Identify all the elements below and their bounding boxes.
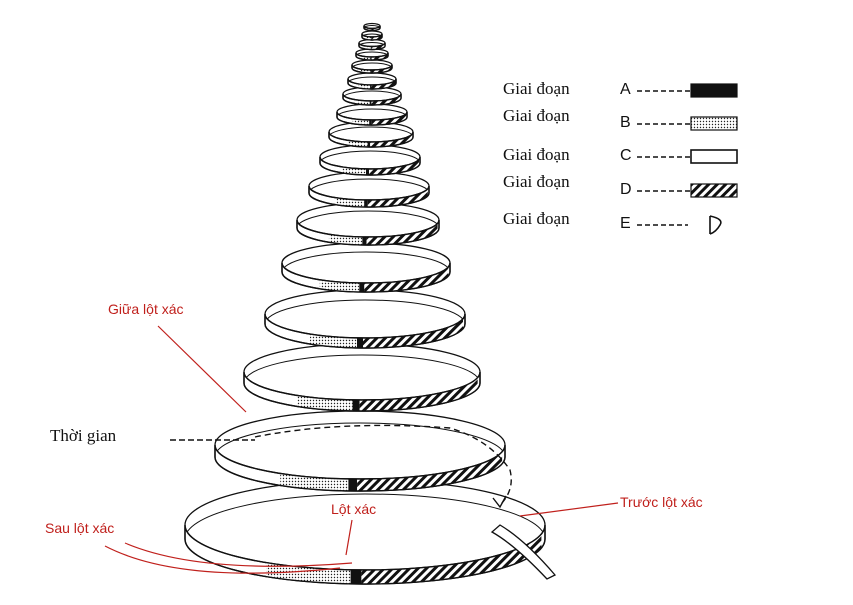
spiral-coil [347, 72, 397, 90]
spiral-coil [243, 343, 481, 412]
legend-letter-d: D [620, 181, 632, 198]
legend-label-e: Giai đoạn [503, 209, 570, 228]
coil-back-arc [264, 289, 466, 315]
segment-d-hatched [357, 445, 503, 491]
spiral-coil [355, 48, 389, 61]
legend-label-c: Giai đoạn [503, 145, 570, 164]
spiral-coil [264, 289, 466, 349]
segment-a-solid [348, 445, 358, 491]
segment-b-dotted [297, 372, 353, 411]
segment-b-dotted [310, 314, 357, 348]
coil-back-arc [363, 22, 381, 27]
leader-pre-molt [519, 502, 619, 517]
label-mid-molt: Giữa lột xác [108, 301, 184, 317]
legend-label-b: Giai đoạn [503, 106, 570, 125]
coil-back-arc-inner [281, 251, 451, 273]
spiral-coil [214, 410, 506, 492]
segment-d-hatched [364, 263, 449, 292]
spiral-coil [363, 22, 381, 32]
segment-a-solid [370, 65, 372, 73]
segment-a-solid [359, 263, 365, 292]
coil-back-arc-inner [347, 76, 397, 84]
leader-molt [345, 519, 353, 556]
coil-back-arc-inner [342, 90, 402, 99]
leader-post-molt-2 [104, 545, 341, 574]
coil-back-arc-inner [308, 178, 430, 194]
legend-label-d: Giai đoạn [503, 172, 570, 191]
segment-a-solid [357, 314, 363, 348]
spiral-coil [336, 103, 408, 126]
label-time: Thời gian [50, 426, 117, 445]
segment-a-solid [352, 372, 360, 411]
spiral-coil [296, 202, 440, 246]
time-arrow-head [492, 495, 507, 509]
coil-back-arc-inner [328, 126, 414, 138]
legend-letter-b: B [620, 114, 631, 131]
coil-segments [358, 79, 396, 89]
spiral-coil [308, 171, 430, 208]
spiral-coil [184, 479, 546, 585]
coil-back-arc-inner [351, 62, 393, 69]
time-dashed-path [254, 424, 512, 506]
legend-letter-e: E [620, 215, 631, 232]
coil-back-arc-inner [184, 493, 546, 540]
segment-a-solid [364, 186, 368, 207]
label-pre-molt: Trước lột xác [620, 494, 703, 510]
legend-letter-c: C [620, 147, 632, 164]
coil-back-arc [347, 72, 397, 80]
coil-back-arc-inner [296, 210, 440, 229]
leader-post-molt [124, 542, 353, 567]
leader-mid-molt [157, 325, 247, 413]
legend-letter-a: A [620, 81, 631, 98]
segment-d-hatched [363, 314, 463, 348]
spiral-coil [281, 242, 451, 293]
segment-b-dotted [319, 263, 360, 292]
segment-d-hatched [366, 220, 438, 245]
label-post-molt: Sau lột xác [45, 520, 115, 536]
spiral-coil [319, 144, 421, 176]
spiral-tail [490, 524, 557, 580]
coil-back-arc-inner [264, 299, 466, 325]
label-molt: Lột xác [331, 501, 377, 517]
segment-a-solid [362, 220, 367, 245]
coil-back-arc [281, 242, 451, 264]
legend-label-a: Giai đoạn [503, 79, 570, 98]
coil-back-arc-inner [214, 422, 506, 458]
annotation-lines [104, 325, 619, 574]
coil-back-arc-inner [243, 354, 481, 384]
segment-b-dotted [280, 445, 349, 491]
coil-back-arc-inner [336, 108, 408, 118]
segment-b-dotted [328, 220, 363, 245]
coil-back-arc [214, 410, 506, 446]
segment-a-solid [366, 157, 369, 175]
segment-a-solid [370, 79, 372, 89]
spiral-coil [361, 30, 383, 41]
segment-d-hatched [359, 372, 478, 411]
coil-back-arc-inner [319, 150, 421, 164]
